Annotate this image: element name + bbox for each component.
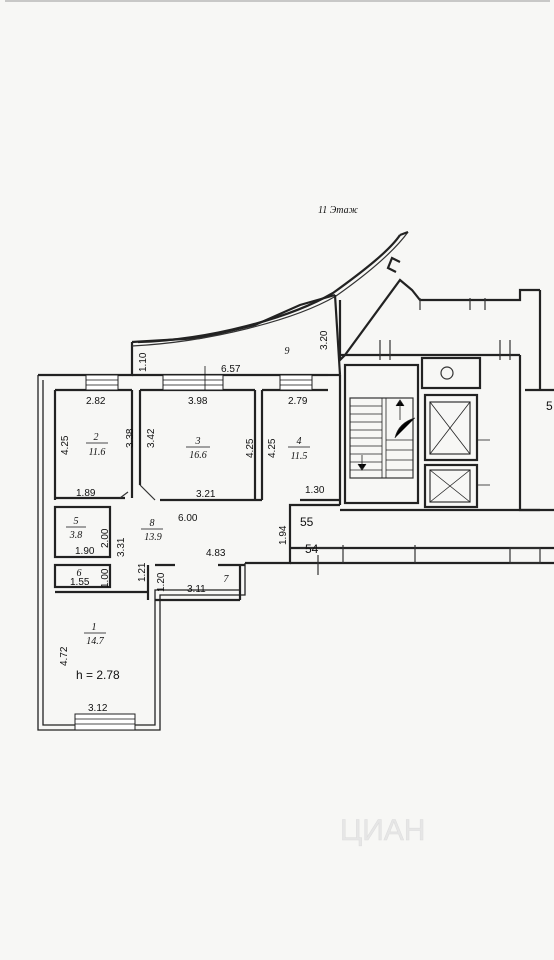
dim-1-90: 1.90 <box>75 546 95 557</box>
dim-3-98: 3.98 <box>188 396 208 407</box>
room-3: 3 16.6 <box>186 436 210 461</box>
room-7-number: 7 <box>224 574 230 585</box>
dim-3-12: 3.12 <box>88 703 108 714</box>
dim-2-00: 2.00 <box>100 528 111 548</box>
dim-1-21: 1.21 <box>137 562 148 582</box>
dim-4-72: 4.72 <box>59 646 70 666</box>
dim-1-89: 1.89 <box>76 488 96 499</box>
room-9: 9 <box>285 346 290 357</box>
room-2-area: 11.6 <box>89 447 106 458</box>
dim-1-00: 1.00 <box>100 568 111 588</box>
room-8-number: 8 <box>150 518 155 529</box>
stair-steps <box>350 398 416 478</box>
room-7: 7 <box>224 574 230 585</box>
apartment-number-5: 5 <box>546 399 553 413</box>
dim-3-31: 3.31 <box>116 537 127 557</box>
dim-3-20: 3.20 <box>319 330 330 350</box>
dim-3-42: 3.42 <box>146 428 157 448</box>
dim-3-11: 3.11 <box>187 584 206 595</box>
dim-1-94: 1.94 <box>278 525 289 545</box>
dim-1-30: 1.30 <box>305 485 325 496</box>
room-6: 6 <box>77 568 82 579</box>
windows <box>74 366 313 731</box>
room-3-area: 16.6 <box>189 450 207 461</box>
apartment-markers: 55 54 5 <box>300 399 553 556</box>
apartment-number-55: 55 <box>300 515 314 529</box>
ceiling-height: h = 2.78 <box>76 668 120 682</box>
room-5-area: 3.8 <box>69 530 83 541</box>
room-2-number: 2 <box>94 432 99 443</box>
dim-1-20: 1.20 <box>156 572 167 592</box>
room-4: 4 11.5 <box>288 436 310 462</box>
apartment-number-54: 54 <box>305 542 319 556</box>
room-4-number: 4 <box>297 436 302 447</box>
dim-6-00: 6.00 <box>178 513 198 524</box>
dim-6-57: 6.57 <box>221 364 241 375</box>
room-1: 1 14.7 h = 2.78 <box>76 622 120 682</box>
dimensions: 2.82 3.98 2.79 6.57 1.10 3.20 4.25 3.38 … <box>59 330 330 714</box>
dim-2-82: 2.82 <box>86 396 106 407</box>
watermark: ЦИАН <box>340 814 425 847</box>
dim-3-21: 3.21 <box>196 489 216 500</box>
floor-title: 11 Этаж <box>318 205 359 216</box>
dim-3-38: 3.38 <box>125 428 136 448</box>
room-1-area: 14.7 <box>86 636 105 647</box>
dim-2-79: 2.79 <box>288 396 308 407</box>
room-5: 5 3.8 <box>66 516 86 541</box>
dim-4-25-c: 4.25 <box>267 438 278 458</box>
apartment-walls <box>37 230 409 731</box>
room-1-number: 1 <box>92 622 97 633</box>
room-4-area: 11.5 <box>291 451 308 462</box>
dim-1-55: 1.55 <box>70 577 90 588</box>
room-8-area: 13.9 <box>144 532 162 543</box>
room-9-number: 9 <box>285 346 290 357</box>
dim-4-25-b: 4.25 <box>245 438 256 458</box>
room-5-number: 5 <box>74 516 79 527</box>
room-8: 8 13.9 <box>141 518 163 543</box>
room-6-number: 6 <box>77 568 82 579</box>
room-3-number: 3 <box>195 436 201 447</box>
dim-4-25-a: 4.25 <box>60 435 71 455</box>
dim-1-10: 1.10 <box>138 352 149 372</box>
dim-4-83: 4.83 <box>206 548 226 559</box>
room-2: 2 11.6 <box>86 432 108 458</box>
stair-core <box>290 256 554 575</box>
